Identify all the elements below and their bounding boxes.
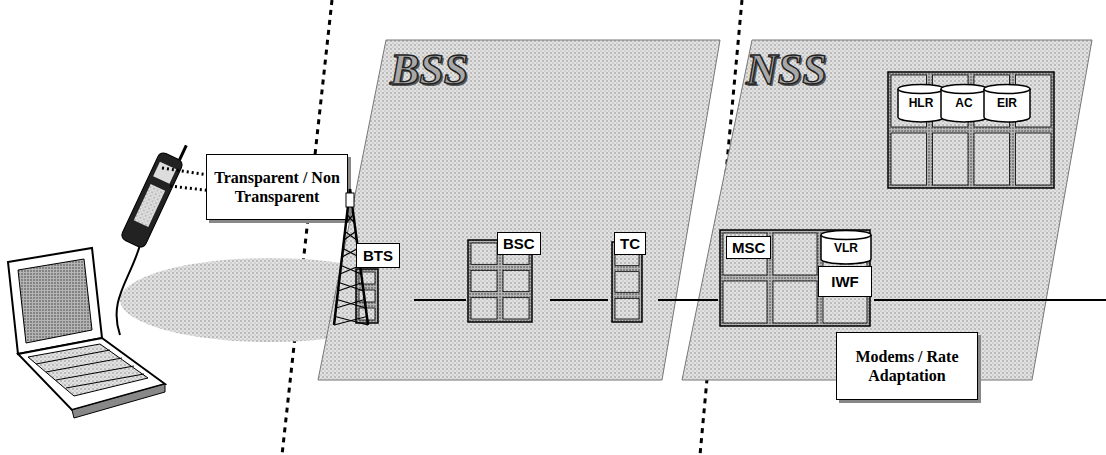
tower-brace xyxy=(336,300,365,309)
cabinet-slot xyxy=(723,281,767,323)
ac-database: AC xyxy=(940,84,988,122)
node-label: AC xyxy=(940,96,988,110)
cabinet-slot xyxy=(503,270,529,291)
node-label: TC xyxy=(614,232,646,255)
connector-line xyxy=(658,299,718,301)
bss-region: BSS BTS BSC TC xyxy=(318,40,722,380)
tower-brace xyxy=(346,215,353,224)
cabinet-slot xyxy=(615,298,639,319)
cabinet-slot xyxy=(503,298,529,319)
illustration-part xyxy=(120,151,184,249)
cylinder-top xyxy=(821,231,871,240)
illustration-part xyxy=(153,162,176,184)
mode-note: Transparent / Non Transparent xyxy=(206,154,348,220)
node-label: BTS xyxy=(356,243,400,268)
illustration-part xyxy=(18,259,92,343)
tower-brace xyxy=(337,300,366,309)
illustration-part xyxy=(28,344,148,396)
node-label: MSC xyxy=(726,236,771,259)
node-label: EIR xyxy=(983,96,1031,110)
cabinet-slot xyxy=(933,133,969,185)
region-shape xyxy=(318,40,722,380)
bsc-cabinet: BSC xyxy=(466,230,550,324)
cabinet-slot xyxy=(974,133,1010,185)
tower-brace xyxy=(345,232,357,241)
bts-site: BTS xyxy=(326,185,414,327)
node-label: Modems / Rate Adaptation xyxy=(843,347,971,385)
vlr-database: VLR xyxy=(820,230,872,264)
eir-database: EIR xyxy=(983,84,1031,122)
cabinet-slot xyxy=(471,270,497,291)
connector-line xyxy=(550,299,608,301)
cabinet-slot xyxy=(471,298,497,319)
illustration-part xyxy=(180,145,187,160)
laptop-illustration xyxy=(8,248,165,418)
tower-brace xyxy=(344,232,356,241)
cabinet-slot xyxy=(773,233,817,275)
illustration-part xyxy=(72,384,165,418)
tower-brace xyxy=(339,283,364,292)
cabinet-slot xyxy=(1016,133,1052,185)
node-label: IWF xyxy=(831,273,859,290)
hlr-database: HLR xyxy=(897,84,945,122)
tower-brace xyxy=(335,317,368,326)
tc-cabinet: TC xyxy=(608,230,658,324)
connector-line xyxy=(414,299,466,301)
illustration-part xyxy=(66,374,144,388)
cabinet-slot xyxy=(891,133,927,185)
node-label: VLR xyxy=(820,241,872,255)
tower-antenna xyxy=(346,193,354,207)
cabinet-slot xyxy=(471,243,497,264)
cylinder-top xyxy=(898,85,944,94)
illustration-part xyxy=(8,248,102,354)
cabinet-body xyxy=(888,72,1054,188)
msc-cabinet: MSC VLR IWF xyxy=(718,226,874,328)
modem-note: Modems / Rate Adaptation xyxy=(836,332,978,400)
cabinet-slot xyxy=(773,281,817,323)
node-label: HLR xyxy=(897,96,945,110)
interface-boundary xyxy=(282,0,332,455)
cylinder-top xyxy=(984,85,1030,94)
node-label: NSS xyxy=(746,44,827,95)
iwf-unit: IWF xyxy=(818,266,872,297)
node-label: BSS xyxy=(390,44,468,95)
tower-brace xyxy=(347,215,355,224)
region-outline xyxy=(318,40,720,380)
region-outline xyxy=(682,40,1092,380)
phone-cable xyxy=(117,245,140,335)
illustration-part xyxy=(134,184,165,227)
node-label: Transparent / Non Transparent xyxy=(213,168,341,206)
nss-region: NSS HLRACEIR MSC VLR IWF xyxy=(682,40,1092,380)
tower-brace xyxy=(338,283,362,292)
tower-brace xyxy=(334,317,367,326)
node-label: BSC xyxy=(497,232,541,255)
trunk-line xyxy=(874,299,1106,301)
cabinet-slot xyxy=(615,272,639,293)
cylinder-top xyxy=(941,85,987,94)
illustration-part xyxy=(18,338,165,410)
mobile-phone xyxy=(120,137,191,249)
